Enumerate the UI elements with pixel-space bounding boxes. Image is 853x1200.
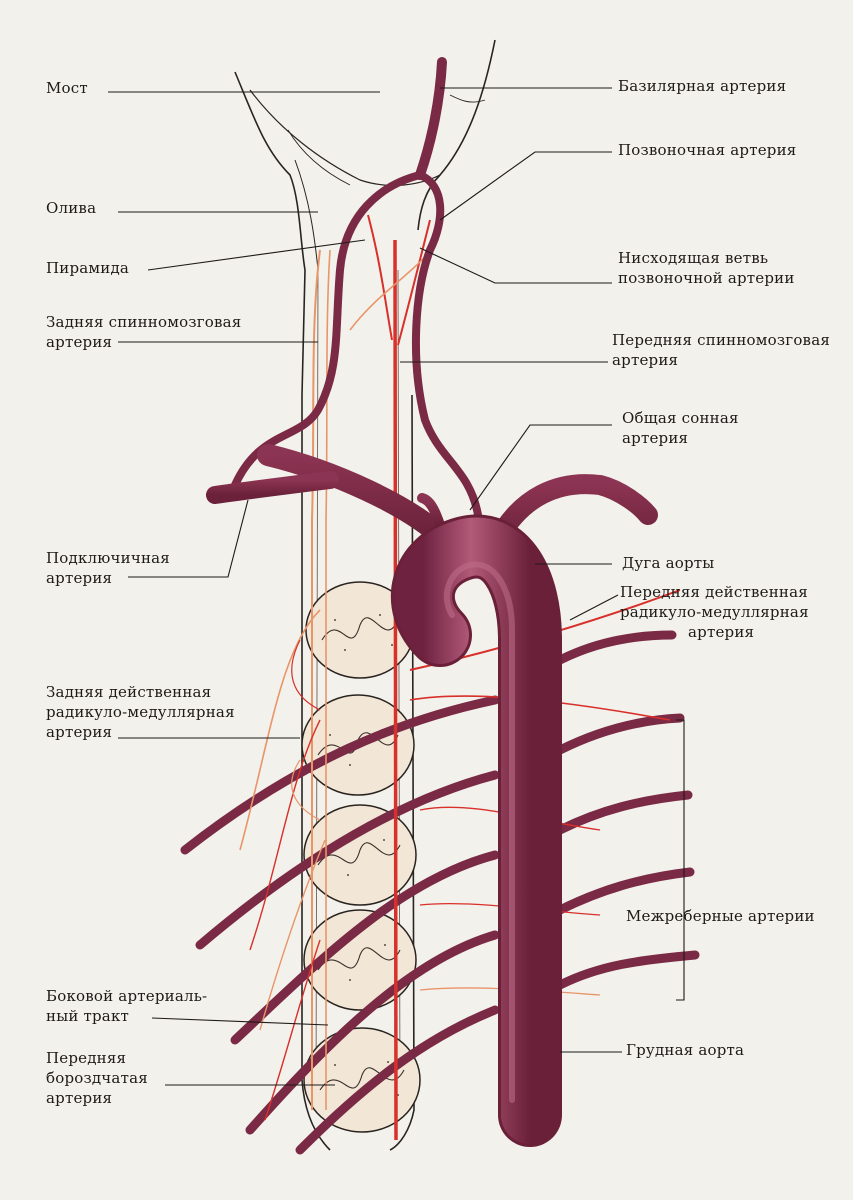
spinal-segments	[301, 581, 421, 1133]
leader-vertebral	[439, 151, 612, 221]
intercostal-left-2	[195, 770, 500, 950]
spinal-segment	[303, 804, 417, 906]
intercostal-left-5	[295, 1005, 500, 1155]
intercostal-left-1	[180, 695, 500, 855]
leader-subclavian	[128, 499, 249, 578]
label-aortic-arch: Дуга аорты	[622, 554, 715, 572]
vertebral-artery-left	[231, 171, 424, 489]
leader-anterior-radicular	[569, 594, 619, 621]
intercostal-right-4	[555, 867, 695, 915]
leader-lateral-tract	[151, 1017, 329, 1026]
great-vessels	[206, 444, 658, 555]
label-intercostal-arteries: Межреберные артерии	[626, 907, 815, 925]
label-basilar-artery: Базилярная артерия	[618, 77, 787, 95]
label-thoracic-aorta: Грудная аорта	[626, 1041, 745, 1059]
thin-arteries	[239, 214, 681, 1141]
aorta	[390, 514, 562, 1147]
leader-piramida	[147, 239, 366, 271]
spinal-segment	[303, 909, 417, 1011]
leader-descending	[419, 247, 612, 284]
intercostal-right-5	[555, 950, 700, 990]
leader-intercostal-bracket	[676, 719, 685, 1001]
vertebral-artery-right	[411, 171, 482, 519]
posterior-spinal-artery	[311, 249, 321, 1110]
intercostal-right-3	[555, 790, 693, 835]
basilar-artery	[415, 57, 447, 180]
intercostal-right-1	[555, 630, 677, 665]
subclavian-artery-left	[257, 444, 456, 551]
label-most: Мост	[46, 79, 88, 97]
vertebral-arteries	[231, 57, 482, 519]
posterior-radicular-artery	[239, 609, 321, 851]
subclavian-artery-right	[485, 474, 658, 555]
label-vertebral-artery: Позвоночная артерия	[618, 141, 797, 159]
brainstem	[234, 39, 496, 396]
label-oliva: Олива	[46, 199, 97, 217]
label-piramida: Пирамида	[46, 259, 130, 277]
intercostal-left-4	[245, 930, 500, 1135]
spinal-segment	[303, 1027, 421, 1133]
leader-carotid	[469, 424, 612, 511]
intercostal-arteries	[180, 630, 700, 1155]
intercostal-left-3	[230, 850, 500, 1045]
intercostal-right-2	[555, 713, 685, 755]
leader-lines	[108, 87, 685, 1086]
common-carotid-left	[417, 493, 445, 530]
label-lateral-arterial-tract: Боковой артериаль-ный тракт	[46, 987, 208, 1025]
anterior-spinal-artery	[393, 239, 398, 1141]
